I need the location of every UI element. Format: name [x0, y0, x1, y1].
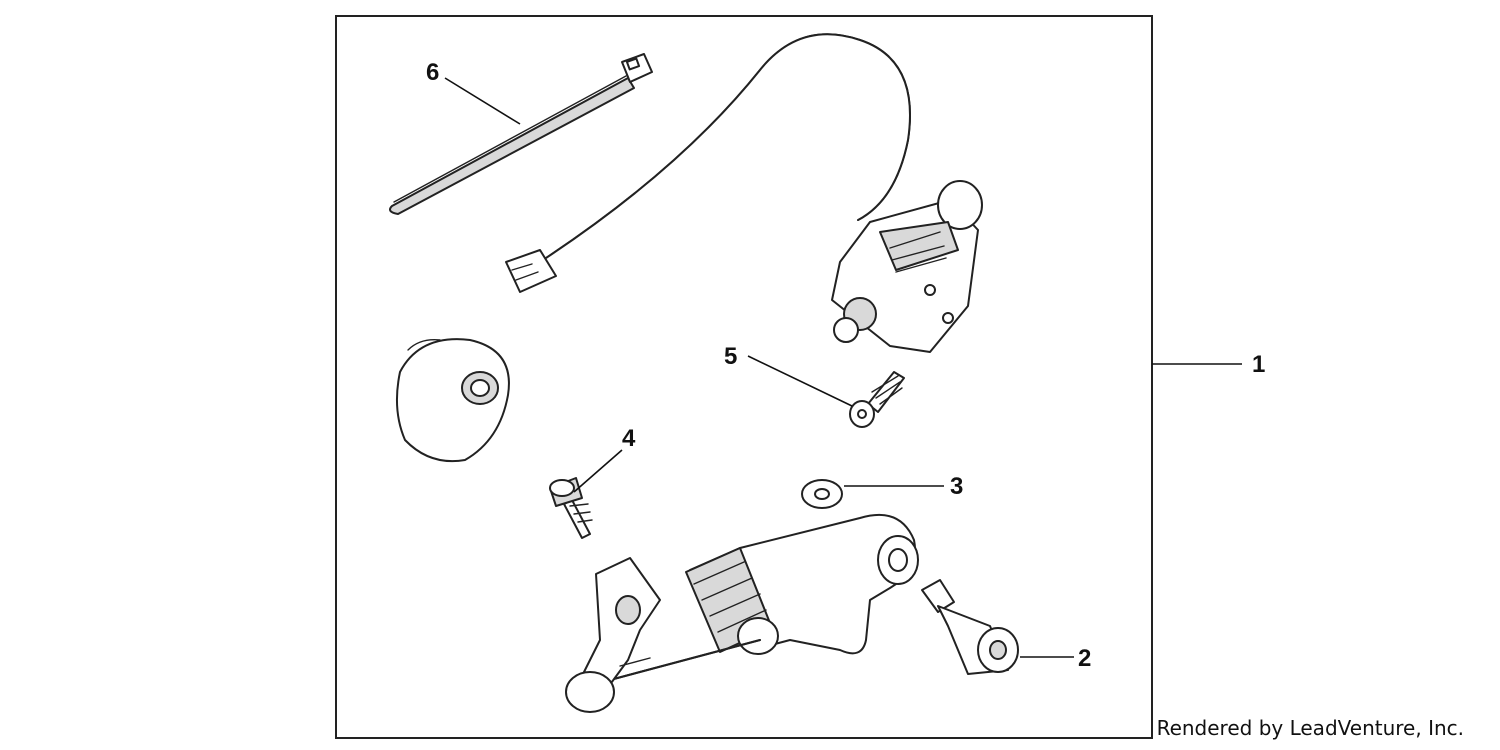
callout-4[interactable]: 4 [622, 425, 636, 452]
render-credit: Rendered by LeadVenture, Inc. [1156, 716, 1464, 740]
leader-lines [444, 77, 1242, 658]
shift-pedal-assembly[interactable] [565, 513, 919, 713]
leader-4 [573, 449, 623, 493]
cap-bolt-part[interactable] [849, 371, 905, 428]
callout-5[interactable]: 5 [724, 343, 737, 370]
leader-5 [747, 355, 853, 407]
callout-3[interactable]: 3 [950, 473, 963, 500]
callout-1[interactable]: 1 [1252, 351, 1265, 378]
cable-tie-part[interactable] [389, 53, 653, 215]
diagram-frame [335, 15, 1153, 739]
sensor-cover-part[interactable] [396, 338, 510, 463]
step-bolt-part[interactable] [921, 579, 1019, 675]
flange-bolt-part[interactable] [549, 477, 593, 539]
callout-2[interactable]: 2 [1078, 645, 1091, 672]
callout-6[interactable]: 6 [426, 59, 439, 86]
shift-sensor-assembly[interactable] [505, 33, 983, 353]
leader-6 [444, 77, 521, 125]
washer-part[interactable] [801, 479, 843, 509]
